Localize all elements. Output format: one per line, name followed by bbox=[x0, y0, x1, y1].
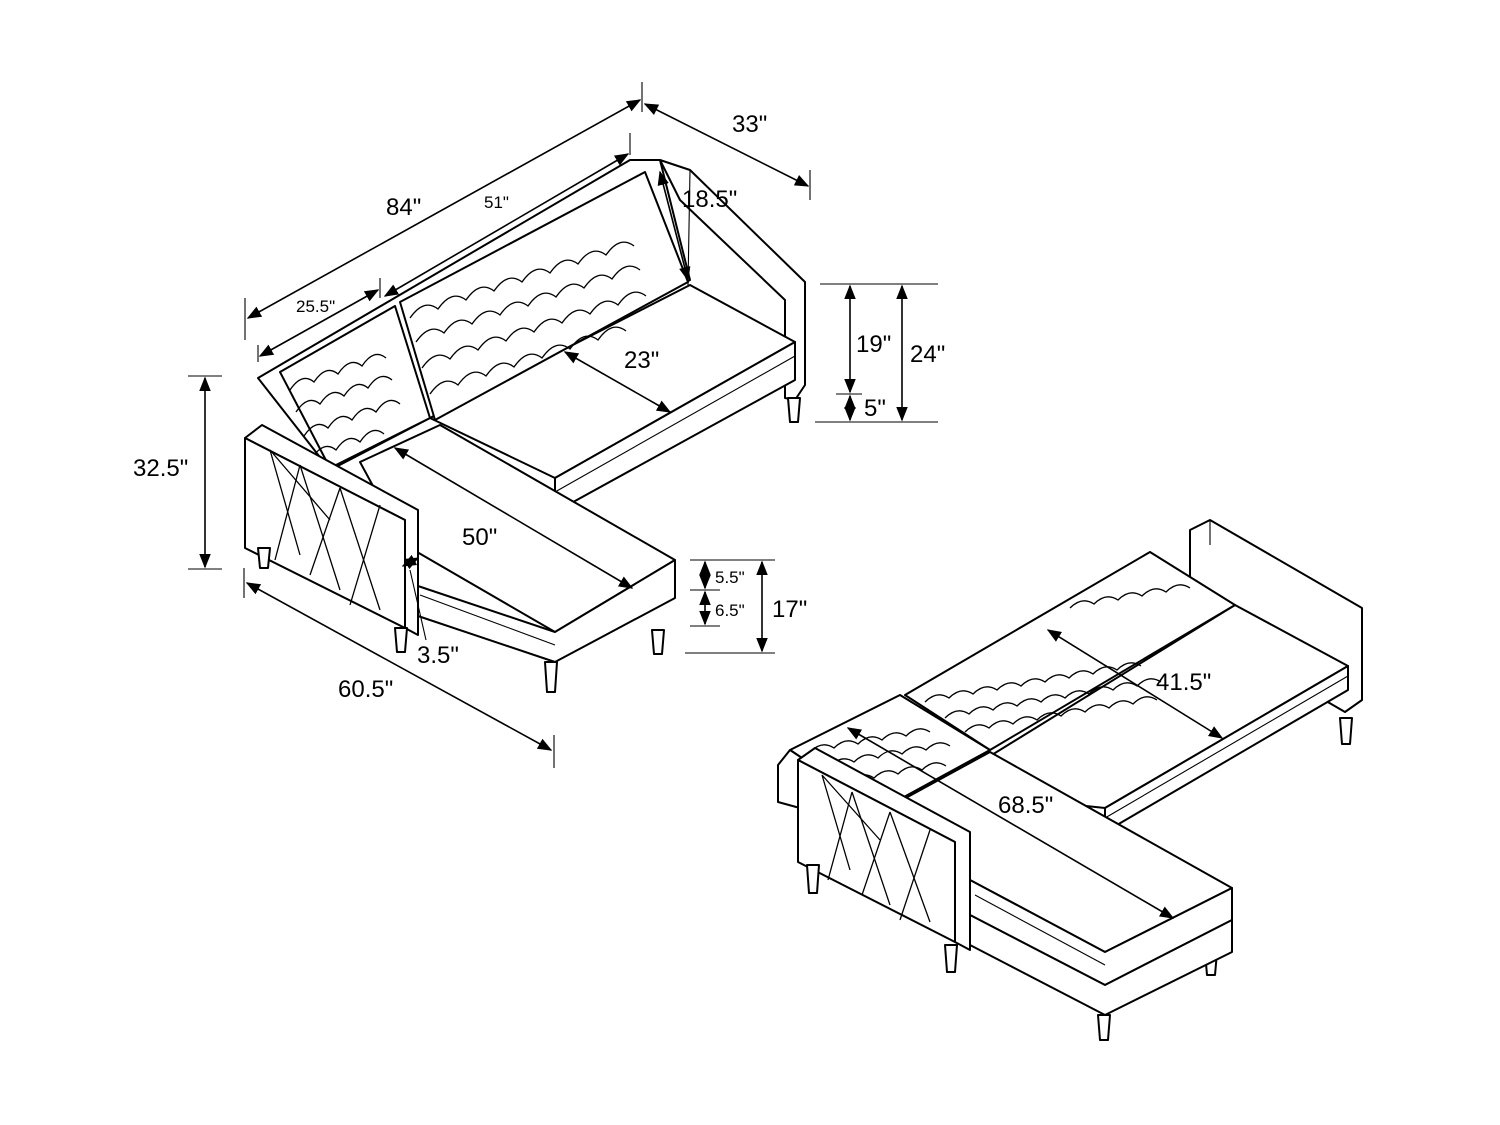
bed-chaise-leg-front bbox=[1097, 1014, 1111, 1041]
dim-overall-height: 32.5" bbox=[133, 455, 188, 482]
dim-chaise-height: 17" bbox=[772, 596, 807, 623]
bed-right-leg bbox=[1339, 717, 1353, 745]
bed-left-front-leg bbox=[806, 864, 820, 894]
chaise-side-leg bbox=[651, 629, 665, 655]
dim-left-cushion-width: 25.5" bbox=[296, 297, 335, 316]
upright-dimensions: 84" 33" 51" 25.5" 18.5" 23" 19" 24" 5" bbox=[133, 82, 945, 768]
dim-bed-width: 41.5" bbox=[1156, 669, 1211, 696]
dim-total-height: 24" bbox=[910, 341, 945, 368]
dim-chaise-depth: 50" bbox=[462, 524, 497, 551]
dim-chaise-length: 60.5" bbox=[338, 676, 393, 703]
dim-back-height: 18.5" bbox=[682, 186, 737, 213]
bed-dimensions: 41.5" 68.5" bbox=[846, 629, 1224, 919]
dim-back-cushion-width: 51" bbox=[484, 193, 509, 212]
dim-base-thickness: 6.5" bbox=[715, 601, 745, 620]
bed-left-rear-leg bbox=[944, 944, 958, 973]
dim-overall-width: 84" bbox=[386, 194, 421, 221]
dim-leg-height: 5" bbox=[864, 395, 886, 422]
dim-seat-height: 19" bbox=[856, 331, 891, 358]
dim-seat-depth: 23" bbox=[624, 347, 659, 374]
dim-bed-length: 68.5" bbox=[998, 792, 1053, 819]
dim-cushion-thickness: 5.5" bbox=[715, 568, 745, 587]
left-front-leg bbox=[257, 547, 271, 569]
dim-depth: 33" bbox=[732, 111, 767, 138]
bed-sofa-drawing bbox=[777, 519, 1363, 1041]
chaise-front-leg bbox=[544, 661, 558, 693]
left-rear-leg bbox=[394, 627, 408, 653]
dim-arm-width: 3.5" bbox=[417, 642, 459, 669]
right-back-leg bbox=[787, 397, 801, 423]
